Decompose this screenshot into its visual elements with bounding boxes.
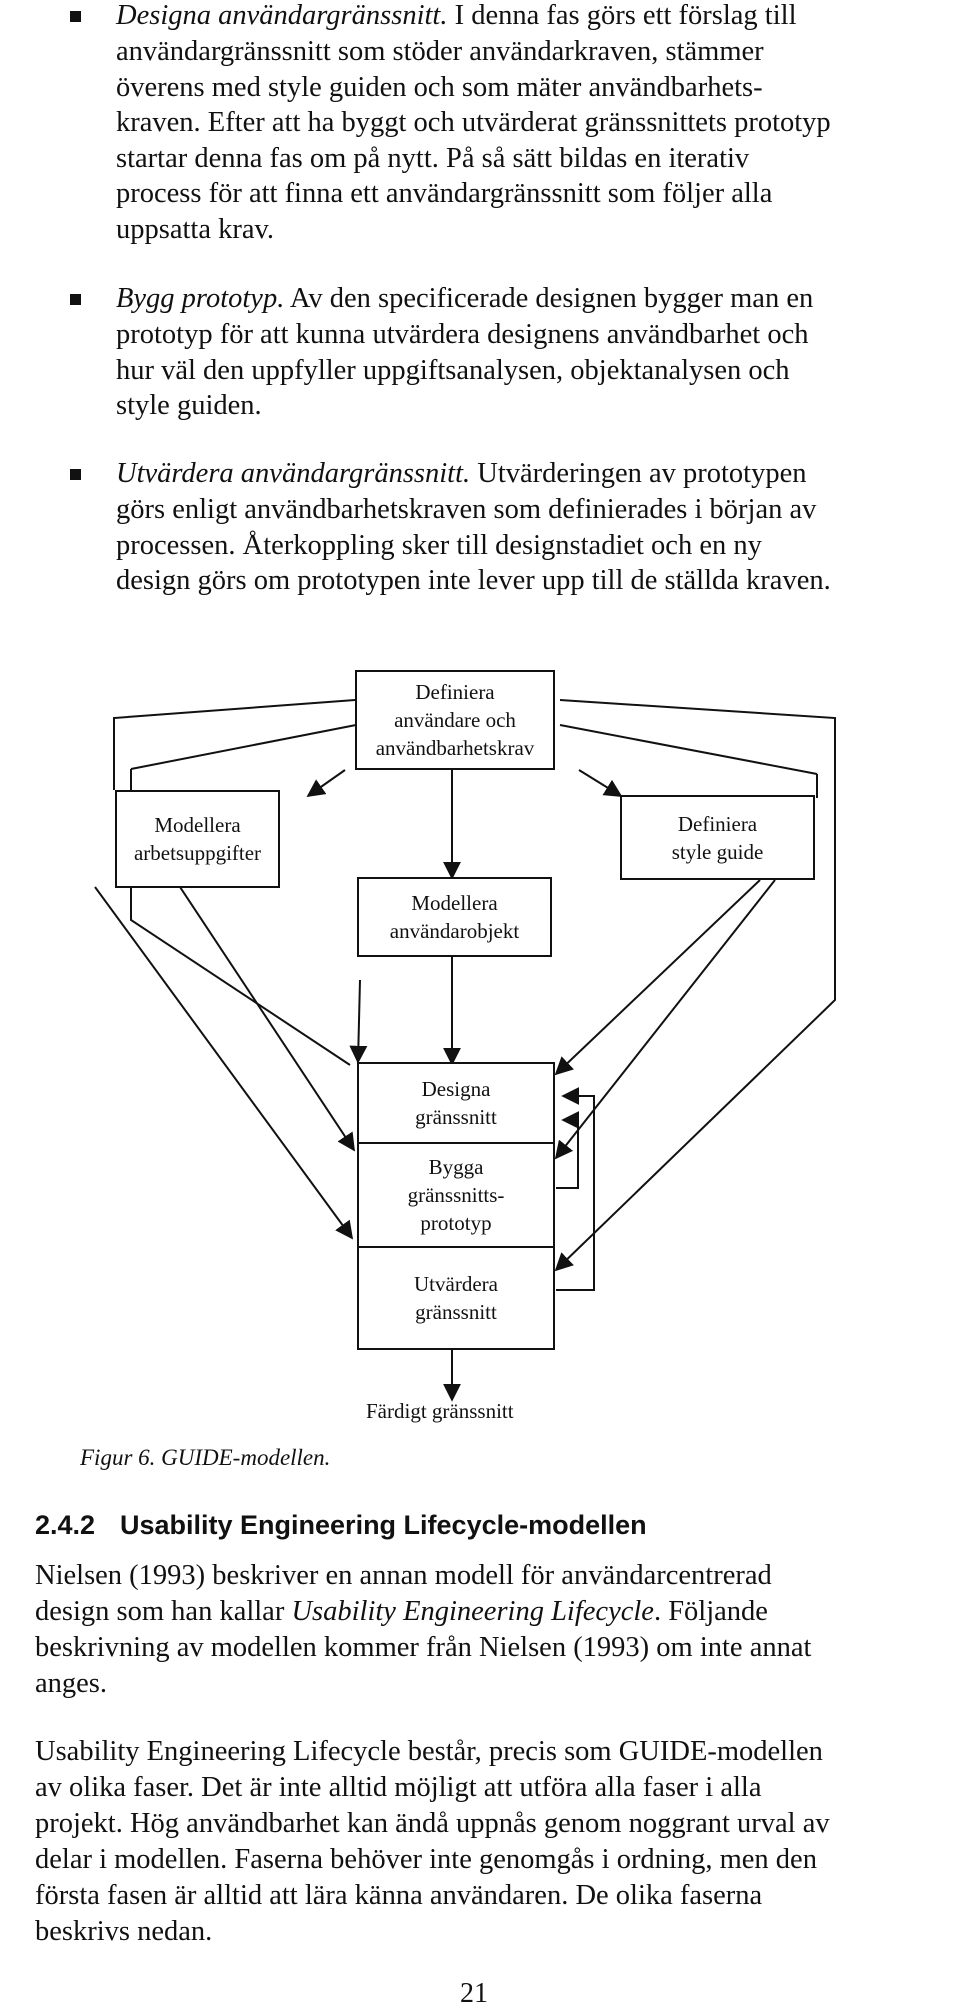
box-definiera-anvandare: Definiera användare och användbarhetskra… — [355, 670, 555, 770]
section-heading: 2.4.2 Usability Engineering Lifecycle-mod… — [35, 1507, 647, 1543]
guide-model-diagram: Definiera användare och användbarhetskra… — [94, 670, 836, 1423]
arrow — [349, 979, 368, 1064]
box-modellera-arbetsuppgifter: Modellera arbetsuppgifter — [115, 790, 280, 888]
paragraph-line: projekt. Hög användbarhet kan ändå uppnå… — [35, 1808, 830, 1839]
connector-line — [559, 724, 818, 775]
paragraph-line: delar i modellen. Faserna behöver inte g… — [35, 1844, 817, 1875]
diagram-connectors — [94, 699, 836, 1402]
paragraph-line: första fasen är alltid att lära känna an… — [35, 1880, 763, 1911]
paragraph-line: av olika faser. Det är inte alltid möjli… — [35, 1772, 762, 1803]
box-definiera-style-guide: Definiera style guide — [620, 795, 815, 880]
box-utvardera-granssnitt: Utvärdera gränssnitt — [357, 1246, 555, 1350]
bullet-line: process för att finna ett användargränss… — [116, 178, 773, 209]
bullet-line: prototyp för att kunna utvärdera designe… — [116, 319, 809, 350]
box-designa-granssnitt: Designa gränssnitt — [357, 1062, 555, 1144]
feedback-arrow — [556, 1087, 595, 1291]
paragraph-line: Usability Engineering Lifecycle består, … — [35, 1736, 823, 1767]
box-modellera-anvandarobjekt: Modellera användarobjekt — [357, 877, 552, 957]
arrow — [306, 769, 346, 798]
bullet-line: användargränssnitt som stöder användarkr… — [116, 36, 764, 67]
connector-line — [130, 724, 357, 770]
connector-line — [130, 887, 351, 1066]
arrow — [554, 879, 761, 1076]
page-number: 21 — [460, 1978, 488, 2009]
bullet-line: Bygg prototyp. Av den specificerade desi… — [116, 283, 814, 314]
section-number: 2.4.2 — [35, 1510, 96, 1540]
paragraph-line: anges. — [35, 1668, 108, 1699]
bullet-square-icon — [70, 11, 81, 22]
section-title: Usability Engineering Lifecycle-modellen — [120, 1510, 647, 1540]
bullet-line: uppsatta krav. — [116, 214, 275, 245]
arrow — [179, 886, 355, 1152]
bullet-line: Utvärdera användargränssnitt. Utvärderin… — [116, 458, 807, 489]
bullet-line: style guiden. — [116, 390, 262, 421]
bullet-line: processen. Återkoppling sker till design… — [116, 530, 762, 561]
bullet-square-icon — [70, 294, 81, 305]
bullet-square-icon — [70, 469, 81, 480]
bullet-line: görs enligt användbarhetskraven som defi… — [116, 494, 817, 525]
bullet-line: hur väl den uppfyller uppgiftsanalysen, … — [116, 355, 790, 386]
box-bygga-prototyp: Bygga gränssnitts- prototyp — [357, 1142, 555, 1248]
paragraph-line: beskrivs nedan. — [35, 1916, 213, 1947]
feedback-arrow — [556, 1111, 580, 1189]
output-label: Färdigt gränssnitt — [366, 1399, 514, 1423]
paragraph-line: Nielsen (1993) beskriver en annan modell… — [35, 1560, 772, 1591]
bullet-line: kraven. Efter att ha byggt och utvärdera… — [116, 107, 831, 138]
figure-caption: Figur 6. GUIDE-modellen. — [80, 1445, 331, 1470]
bullet-line: startar denna fas om på nytt. På så sätt… — [116, 143, 750, 174]
paragraph-line: beskrivning av modellen kommer från Niel… — [35, 1632, 812, 1663]
paragraph-line: design som han kallar Usability Engineer… — [35, 1596, 768, 1627]
bullet-line: Designa användargränssnitt. I denna fas … — [116, 0, 797, 31]
bullet-line: design görs om prototypen inte lever upp… — [116, 565, 831, 596]
arrow — [578, 769, 623, 797]
arrow — [94, 886, 354, 1240]
arrow — [554, 699, 836, 1272]
arrow — [554, 879, 776, 1160]
bullet-line: överens med style guiden och som mäter a… — [116, 72, 763, 103]
